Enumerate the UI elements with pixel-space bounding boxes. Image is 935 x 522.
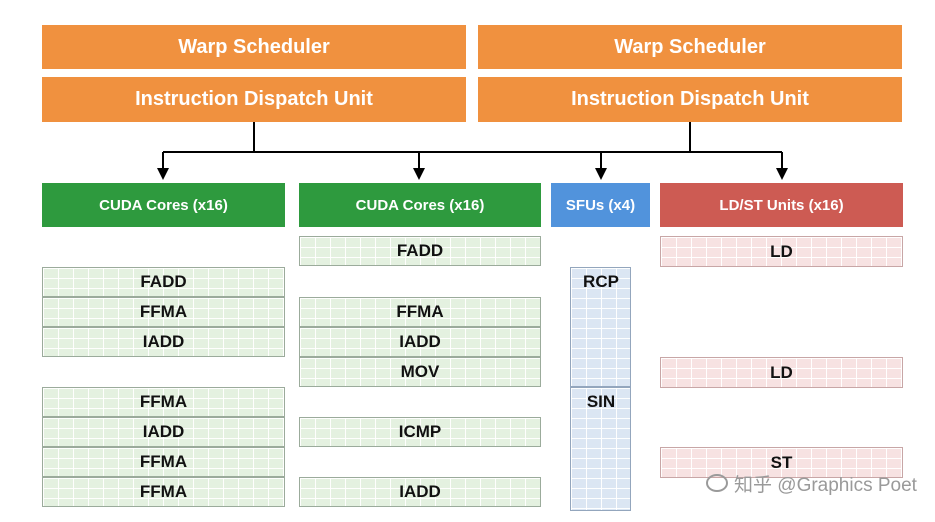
cuda1-op-iadd: IADD	[42, 417, 285, 447]
wechat-icon	[706, 474, 728, 492]
warp-scheduler-left: Warp Scheduler	[42, 25, 466, 69]
instruction-dispatch-unit-left: Instruction Dispatch Unit	[42, 77, 466, 122]
ldst-op-st: ST	[660, 447, 903, 478]
cuda1-op-ffma: FFMA	[42, 447, 285, 477]
ldst-op-ld: LD	[660, 357, 903, 388]
sfu-header: SFUs (x4)	[551, 183, 650, 227]
cuda2-op-ffma: FFMA	[299, 297, 541, 327]
watermark-text: 知乎 @Graphics Poet	[734, 474, 917, 496]
sfu-op-rcp: RCP	[583, 272, 619, 291]
cuda-cores-header-1: CUDA Cores (x16)	[42, 183, 285, 227]
cuda-cores-header-2: CUDA Cores (x16)	[299, 183, 541, 227]
cuda1-op-fadd: FADD	[42, 267, 285, 297]
cuda2-op-mov: MOV	[299, 357, 541, 387]
arrow-head-ldst	[776, 168, 788, 180]
ldst-op-ld: LD	[660, 236, 903, 267]
cuda2-op-icmp: ICMP	[299, 417, 541, 447]
sfu-sin-block: SIN	[570, 387, 631, 511]
cuda1-op-iadd: IADD	[42, 327, 285, 357]
cuda2-op-fadd: FADD	[299, 236, 541, 266]
cuda1-op-ffma: FFMA	[42, 297, 285, 327]
sfu-op-sin: SIN	[586, 392, 616, 411]
cuda1-op-ffma: FFMA	[42, 387, 285, 417]
cuda2-op-iadd: IADD	[299, 477, 541, 507]
sfu-rcp-block: RCP	[570, 267, 631, 387]
arrow-head-cuda2	[413, 168, 425, 180]
warp-scheduler-right: Warp Scheduler	[478, 25, 902, 69]
arrow-head-sfu	[595, 168, 607, 180]
watermark: 知乎 @Graphics Poet	[706, 467, 921, 499]
arrow-head-cuda1	[157, 168, 169, 180]
cuda1-op-ffma: FFMA	[42, 477, 285, 507]
cuda2-op-iadd: IADD	[299, 327, 541, 357]
ldst-header: LD/ST Units (x16)	[660, 183, 903, 227]
instruction-dispatch-unit-right: Instruction Dispatch Unit	[478, 77, 902, 122]
